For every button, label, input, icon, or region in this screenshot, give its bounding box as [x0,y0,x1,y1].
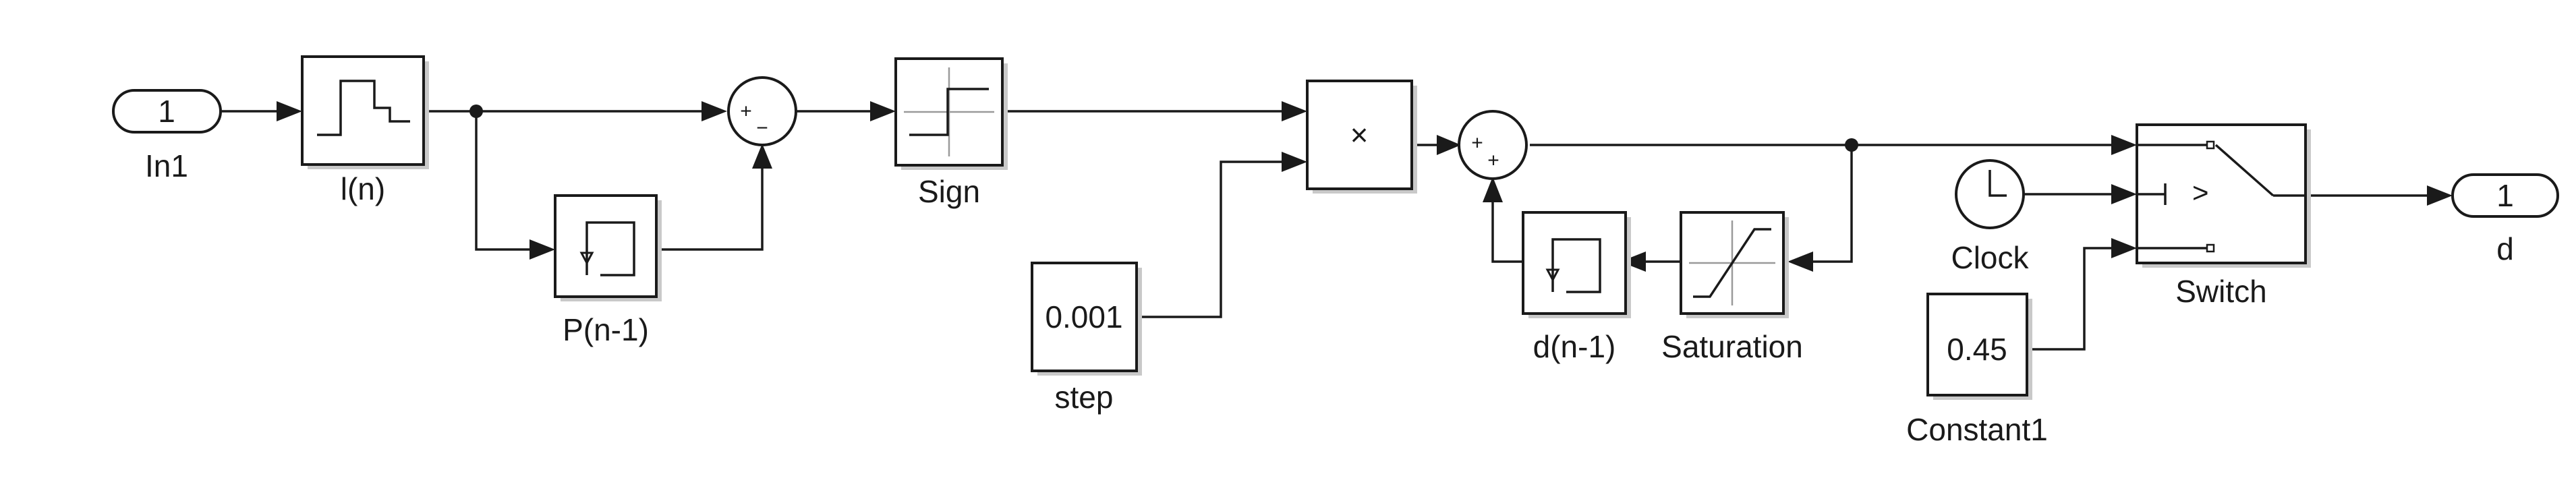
wire-branch-to-saturation[interactable] [1813,145,1853,263]
block-label: step [1055,380,1114,415]
inport-label: In1 [145,148,188,183]
block-label: Switch [2175,274,2266,309]
constant-value: 0.45 [1947,332,2007,367]
block-label: l(n) [341,171,385,206]
constant1-block[interactable]: 0.45 Constant1 [1906,293,2048,447]
arrowhead [1282,152,1307,172]
sum1-block[interactable]: + − [727,76,797,146]
arrowhead [1483,177,1503,202]
switch-criterion: > [2192,177,2209,208]
arrowhead [702,101,727,121]
sign-function-icon [904,67,994,156]
switch-icon [2138,140,2304,253]
block-label: Constant1 [1906,412,2048,447]
outport-label: d [2496,231,2514,266]
product-symbol: × [1350,117,1369,152]
wire-step-to-product[interactable] [1141,160,1282,318]
product-block[interactable]: × [1306,80,1417,194]
arrowhead [529,239,555,260]
sum-sign-plus: + [1487,150,1499,172]
arrowhead [2111,135,2137,155]
arrowhead [2111,184,2137,204]
unit-delay-icon [1545,238,1601,293]
pn1-delay-block[interactable]: P(n-1) [554,194,662,347]
wire-dn1-to-sum2[interactable] [1491,202,1523,263]
step-pulse-icon [317,80,410,136]
block-label: P(n-1) [563,312,649,347]
block-label: Saturation [1661,329,1803,364]
block-label: Sign [918,174,980,209]
arrowhead [277,101,302,121]
sum-sign-minus: − [756,117,768,140]
sum-sign-plus: + [1471,132,1483,154]
arrowhead [870,101,896,121]
saturation-block[interactable]: Saturation [1661,211,1803,364]
dn1-delay-block[interactable]: d(n-1) [1522,211,1631,364]
arrowhead [2427,185,2453,206]
outport-d-block[interactable]: 1 d [2451,173,2559,266]
saturation-icon [1689,220,1775,305]
sum2-block[interactable]: + + [1458,110,1528,180]
wire-pn1-to-sum1[interactable] [661,169,764,251]
wire-branch-to-pn1[interactable] [475,111,529,251]
arrowhead [1620,252,1646,272]
inport-number: 1 [158,94,175,129]
unit-delay-icon [579,221,635,276]
sign-block[interactable]: Sign [894,57,1008,209]
block-label: d(n-1) [1533,329,1616,364]
signal-lines [221,101,2453,351]
wire-constant1-to-switch[interactable] [2032,247,2111,351]
step-constant-block[interactable]: 0.001 step [1031,262,1142,415]
sum-sign-plus: + [740,100,752,123]
arrowhead [1282,101,1307,121]
arrowhead [2111,238,2137,258]
ln-block[interactable]: l(n) [301,55,429,206]
arrowhead [1437,135,1461,155]
block-label: Clock [1951,240,2029,275]
inport-in1-block[interactable]: 1 In1 [112,89,222,183]
clock-hands-icon [1988,170,2007,197]
arrowhead [1787,252,1813,272]
switch-block[interactable]: > Switch [2136,123,2311,309]
arrowhead [752,144,772,169]
outport-number: 1 [2496,178,2514,213]
clock-block[interactable]: Clock [1951,159,2030,275]
constant-value: 0.001 [1045,299,1122,334]
